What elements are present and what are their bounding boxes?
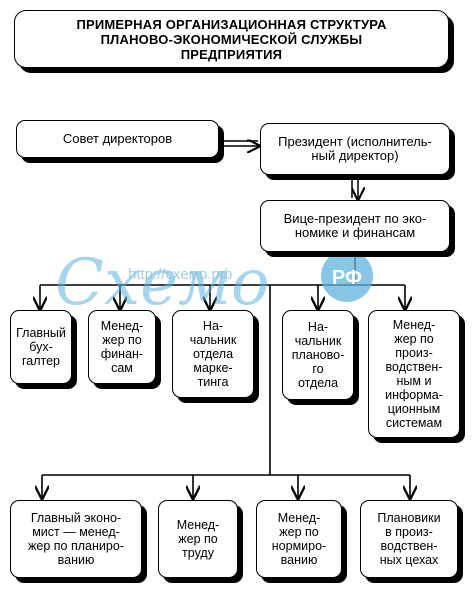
node-label-line: чальник <box>294 334 342 348</box>
node-chief-economist: Главный эконо- мист — менед- жер по план… <box>10 500 142 578</box>
node-label-line: планово- <box>291 348 345 362</box>
node-label-line: отдела <box>192 347 234 361</box>
watermark-url: http://схемо.рф <box>128 266 233 283</box>
node-label-line: ванию <box>280 553 318 567</box>
node-label-line: ционным <box>387 402 441 416</box>
node-label: Совет директоров <box>62 131 173 146</box>
node-label-line: мист — менед- <box>32 525 120 539</box>
node-label-line: тинга <box>197 375 229 389</box>
node-label-line: бух- <box>29 340 53 354</box>
node-board-of-directors: Совет директоров <box>16 120 219 158</box>
node-label-line: жер по <box>394 332 434 346</box>
node-label-line: произ- <box>395 346 433 360</box>
node-label-line: водствен- <box>385 360 443 374</box>
node-label-line: информа- <box>385 388 443 402</box>
node-label-line: Президент (исполнитель- <box>278 134 432 149</box>
node-labor-manager: Менед- жер по труду <box>158 500 238 578</box>
node-label-line: ный директор) <box>311 148 399 163</box>
node-label-line: нормиро- <box>271 539 327 553</box>
title-line-1: ПРИМЕРНАЯ ОРГАНИЗАЦИОННАЯ СТРУКТУРА <box>76 16 387 32</box>
node-president: Президент (исполнитель- ный директор) <box>260 123 450 175</box>
node-label-line: На- <box>202 319 224 333</box>
node-norming-manager: Менед- жер по нормиро- ванию <box>256 500 342 578</box>
node-label-line: Главный эконо- <box>30 511 122 525</box>
node-label-line: труду <box>182 546 214 560</box>
node-chief-accountant: Главный бух- галтер <box>10 310 72 384</box>
node-label-line: Менед- <box>100 319 144 333</box>
title-line-2: ПЛАНОВО-ЭКОНОМИЧЕСКОЙ СЛУЖБЫ <box>100 31 363 47</box>
node-marketing-head: На- чальник отдела марке- тинга <box>172 310 254 398</box>
node-label-line: Менед- <box>176 518 220 532</box>
node-vice-president: Вице-президент по эко- номике и финансам <box>260 200 450 252</box>
node-label-line: жер по планиро- <box>28 539 124 553</box>
node-planning-head: На- чальник планово- го отдела <box>282 310 354 400</box>
node-label-line: Менед- <box>277 511 321 525</box>
title-line-3: ПРЕДПРИЯТИЯ <box>180 46 283 62</box>
node-label-line: чальник <box>189 333 237 347</box>
node-label-line: номике и финансам <box>294 225 416 240</box>
node-finance-manager: Менед- жер по финан- сам <box>88 310 156 384</box>
node-shop-planners: Плановики в произ- водствен- ных цехах <box>360 500 458 578</box>
node-label-line: жер по <box>178 532 218 546</box>
node-label-line: отдела <box>297 376 339 390</box>
node-label-line: водствен- <box>380 539 438 553</box>
node-label-line: галтер <box>21 354 61 368</box>
node-label-line: сам <box>111 361 133 375</box>
node-label-line: Менед- <box>392 318 436 332</box>
node-label-line: финан- <box>100 347 144 361</box>
node-label-line: жер по <box>279 525 319 539</box>
node-label-line: жер по <box>102 333 142 347</box>
node-label-line: Главный <box>16 326 66 340</box>
node-label-line: Вице-президент по эко- <box>283 211 427 226</box>
node-label-line: ным и <box>396 374 432 388</box>
node-information-systems-manager: Менед- жер по произ- водствен- ным и инф… <box>368 310 460 438</box>
node-label-line: го <box>312 362 324 376</box>
node-label-line: ванию <box>57 553 95 567</box>
page-title: ПРИМЕРНАЯ ОРГАНИЗАЦИОННАЯ СТРУКТУРА ПЛАН… <box>14 10 449 68</box>
node-label-line: в произ- <box>385 525 433 539</box>
node-label-line: марке- <box>193 361 233 375</box>
node-label-line: На- <box>307 320 329 334</box>
node-label-line: системам <box>385 416 443 430</box>
node-label-line: Плановики <box>377 511 441 525</box>
node-label-line: ных цехах <box>379 553 439 567</box>
